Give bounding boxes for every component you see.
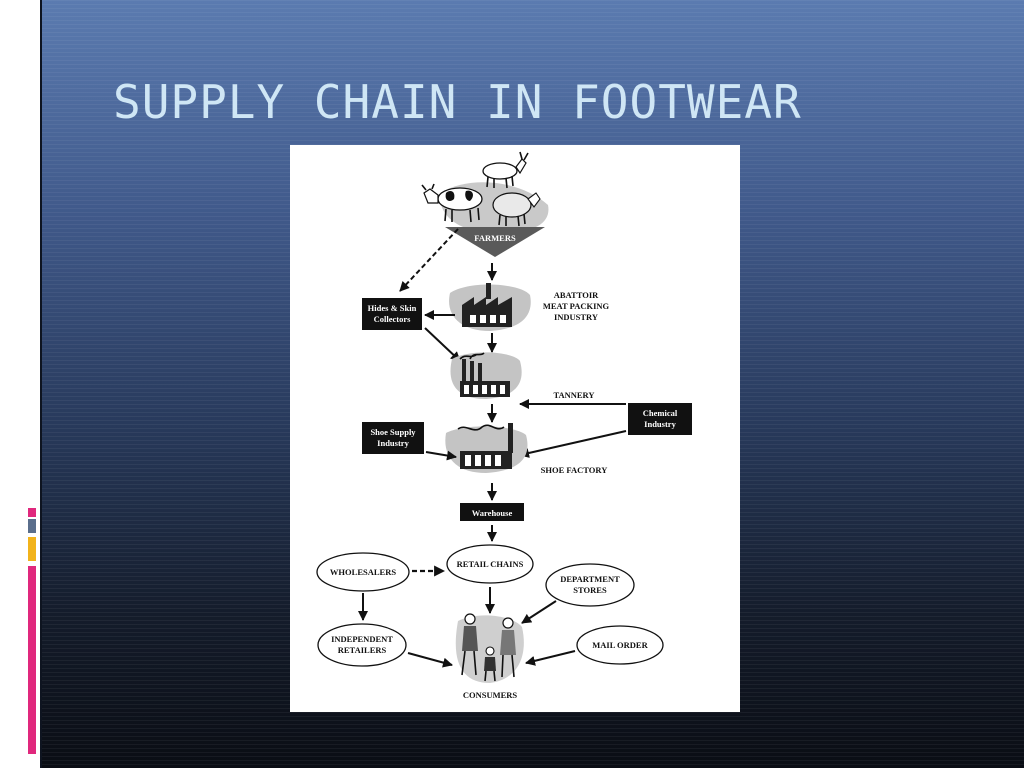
farmers-arrow: FARMERS (445, 227, 545, 257)
svg-text:Chemical: Chemical (643, 408, 678, 418)
svg-text:INDUSTRY: INDUSTRY (554, 312, 598, 322)
svg-text:MEAT PACKING: MEAT PACKING (543, 301, 610, 311)
accent-bar-pink-long (28, 566, 36, 754)
shoe-supply-industry-box: Shoe Supply Industry (362, 422, 424, 454)
svg-text:INDEPENDENT: INDEPENDENT (331, 634, 393, 644)
hides-skin-collectors-box: Hides & Skin Collectors (362, 298, 422, 330)
consumers-label: CONSUMERS (463, 690, 518, 700)
supply-chain-diagram: FARMERS ABATTOIR MEAT PACKING INDUSTRY H… (290, 145, 740, 712)
mail-order-node: MAIL ORDER (576, 625, 664, 665)
slide-edge-line (40, 0, 42, 768)
svg-text:Warehouse: Warehouse (472, 508, 513, 518)
chemical-industry-box: Chemical Industry (628, 403, 692, 435)
shoe-factory-icon (445, 423, 528, 473)
svg-text:ABATTOIR: ABATTOIR (554, 290, 599, 300)
farmers-label: FARMERS (474, 233, 516, 243)
consumers-illustration (455, 613, 524, 683)
accent-bar-gold (28, 537, 36, 561)
warehouse-box: Warehouse (460, 503, 524, 521)
svg-text:Shoe Supply: Shoe Supply (370, 427, 416, 437)
svg-text:MAIL ORDER: MAIL ORDER (592, 640, 648, 650)
tannery-icon (450, 352, 522, 399)
svg-text:Collectors: Collectors (374, 314, 412, 324)
tannery-label: TANNERY (553, 390, 594, 400)
svg-text:Industry: Industry (377, 438, 409, 448)
svg-text:WHOLESALERS: WHOLESALERS (330, 567, 396, 577)
svg-text:RETAILERS: RETAILERS (338, 645, 387, 655)
person-icon (461, 613, 478, 676)
wholesalers-node: WHOLESALERS (316, 552, 410, 592)
person-icon (500, 617, 516, 678)
svg-text:RETAIL CHAINS: RETAIL CHAINS (457, 559, 524, 569)
independent-retailers-node: INDEPENDENT RETAILERS (317, 623, 407, 667)
accent-bar-pink-top (28, 508, 36, 517)
abattoir-label: ABATTOIR MEAT PACKING INDUSTRY (543, 290, 610, 322)
child-icon (484, 646, 496, 682)
abattoir-factory-icon (449, 283, 531, 331)
svg-text:Industry: Industry (644, 419, 676, 429)
cow-icon (421, 183, 483, 223)
department-stores-node: DEPARTMENT STORES (545, 563, 635, 607)
shoe-factory-label: SHOE FACTORY (541, 465, 608, 475)
goat-icon (482, 151, 529, 189)
retail-chains-node: RETAIL CHAINS (446, 544, 534, 584)
slide-title: SUPPLY CHAIN IN FOOTWEAR (113, 75, 802, 129)
svg-text:Hides & Skin: Hides & Skin (368, 303, 417, 313)
sheep-icon (492, 192, 541, 227)
accent-bar-slate (28, 519, 36, 533)
livestock-illustration (421, 151, 549, 234)
svg-text:DEPARTMENT: DEPARTMENT (560, 574, 620, 584)
svg-text:STORES: STORES (573, 585, 607, 595)
